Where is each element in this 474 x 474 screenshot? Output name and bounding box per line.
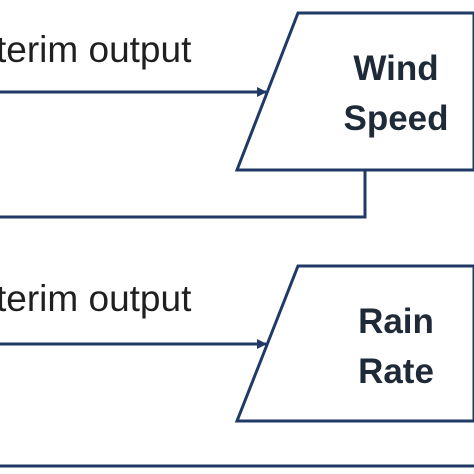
node-rain-rate-label-line-2: Rate	[358, 352, 434, 391]
node-wind-speed-parallelogram	[234, 11, 474, 172]
flow-row-wind-speed: terim output Wind Speed	[0, 11, 474, 219]
edge-label-interim-output-2: terim output	[0, 278, 192, 319]
feedback-connector-1	[0, 170, 367, 219]
flow-row-rain-rate: terim output Rain Rate	[0, 264, 474, 468]
node-rain-rate-label-line-1: Rain	[358, 302, 434, 341]
edge-label-interim-output-1: terim output	[0, 29, 192, 70]
node-wind-speed-label-line-2: Speed	[343, 99, 448, 138]
node-wind-speed-label-line-1: Wind	[353, 49, 438, 88]
node-rain-rate-parallelogram	[234, 264, 474, 423]
